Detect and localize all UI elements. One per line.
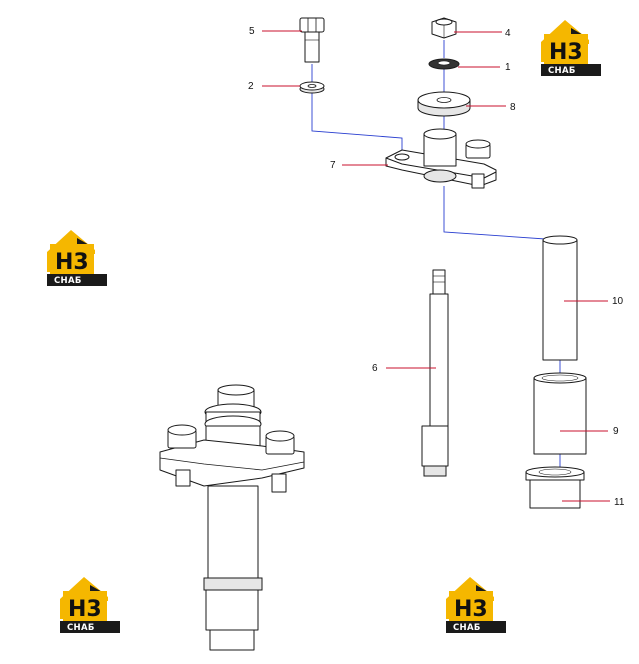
callout-1: 1	[505, 62, 511, 73]
part-9-bushing	[533, 372, 587, 455]
callout-10: 10	[612, 296, 624, 307]
part-4-nut	[431, 17, 457, 39]
part-1-lock-washer	[428, 58, 460, 70]
callout-7: 7	[330, 160, 336, 171]
logo-watermark: H3 СНАБ	[446, 577, 506, 633]
svg-text:H3: H3	[454, 597, 488, 622]
svg-text:СНАБ: СНАБ	[67, 623, 95, 633]
callout-4: 4	[505, 28, 511, 39]
logo-watermark: H3 СНАБ	[47, 230, 107, 286]
logo-watermark: H3 СНАБ	[60, 577, 120, 633]
callout-labels: 5 2 4 1 8 7 6 10 9 11	[248, 26, 625, 508]
logo-watermark: H3 СНАБ	[541, 20, 601, 76]
callout-6: 6	[372, 363, 378, 374]
svg-text:H3: H3	[549, 40, 583, 65]
callout-11: 11	[614, 497, 625, 508]
part-2-washer	[299, 81, 325, 94]
leader-lines	[262, 30, 610, 502]
part-6-shaft	[421, 269, 449, 477]
svg-text:СНАБ: СНАБ	[54, 276, 82, 286]
part-11-flanged-bushing	[525, 466, 585, 509]
callout-9: 9	[613, 426, 619, 437]
svg-text:H3: H3	[55, 250, 89, 275]
part-5-bolt	[299, 17, 325, 63]
callout-2: 2	[248, 81, 254, 92]
assembled-view	[159, 384, 305, 651]
svg-text:H3: H3	[68, 597, 102, 622]
callout-5: 5	[249, 26, 255, 37]
part-7-bracket	[385, 128, 497, 189]
callout-8: 8	[510, 102, 516, 113]
svg-text:СНАБ: СНАБ	[548, 66, 576, 76]
svg-text:СНАБ: СНАБ	[453, 623, 481, 633]
part-10-sleeve	[542, 235, 578, 361]
assembly-axis-lines	[311, 40, 561, 468]
part-8-thick-washer	[417, 91, 471, 117]
